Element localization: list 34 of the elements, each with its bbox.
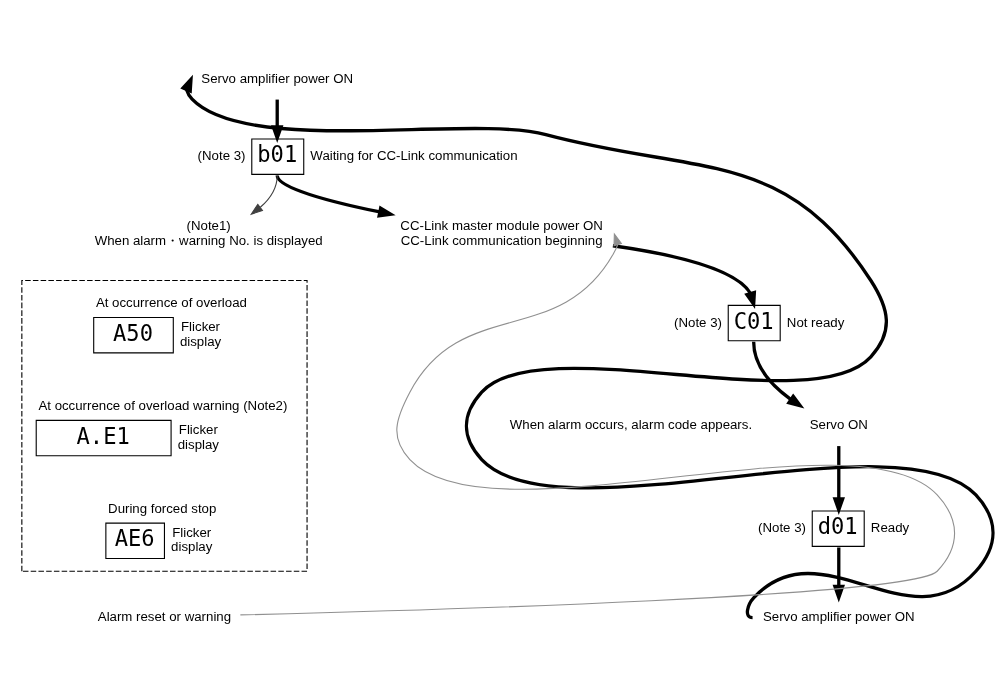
node-box: A50 xyxy=(93,317,174,354)
node-label: Flicker display xyxy=(177,422,219,452)
node-text: Servo amplifier power ON xyxy=(762,609,915,625)
node-text: CC-Link master module power ON CC-Link communication beginning xyxy=(400,218,603,248)
arrow xyxy=(752,341,805,409)
node-label: Not ready xyxy=(786,314,845,330)
node-box: AE6 xyxy=(105,522,165,560)
node-label: At occurrence of overload xyxy=(95,295,247,311)
node-label: During forced stop xyxy=(108,500,217,516)
arrow xyxy=(249,174,278,216)
node-box: A.E1 xyxy=(35,419,172,457)
arrow xyxy=(832,547,845,603)
arrow xyxy=(275,174,396,218)
arrow xyxy=(180,74,994,618)
node-label: (Note 3) xyxy=(197,148,246,164)
node-text: Servo ON xyxy=(809,417,868,433)
node-text: (Note1) When alarm・warning No. is displayed xyxy=(94,218,323,248)
node-label: Flicker display xyxy=(171,525,213,555)
node-label: (Note 3) xyxy=(758,520,806,536)
node-box: d01 xyxy=(811,510,865,547)
node-label: Flicker display xyxy=(179,319,222,349)
node-label: (Note 3) xyxy=(674,314,722,330)
node-label: Ready xyxy=(870,520,910,536)
node-box: C01 xyxy=(727,304,781,342)
label: When alarm occurs, alarm code appears. xyxy=(509,417,753,433)
node-box: b01 xyxy=(251,138,305,175)
node-text: Alarm reset or warning xyxy=(97,609,232,625)
node-text: Servo amplifier power ON xyxy=(201,70,354,86)
arrow xyxy=(239,232,956,616)
node-label: At occurrence of overload warning (Note2) xyxy=(38,397,288,413)
cluster xyxy=(21,279,308,572)
arrow xyxy=(832,446,845,515)
node-label: Waiting for CC-Link communication xyxy=(310,148,518,164)
arrow xyxy=(612,244,757,310)
